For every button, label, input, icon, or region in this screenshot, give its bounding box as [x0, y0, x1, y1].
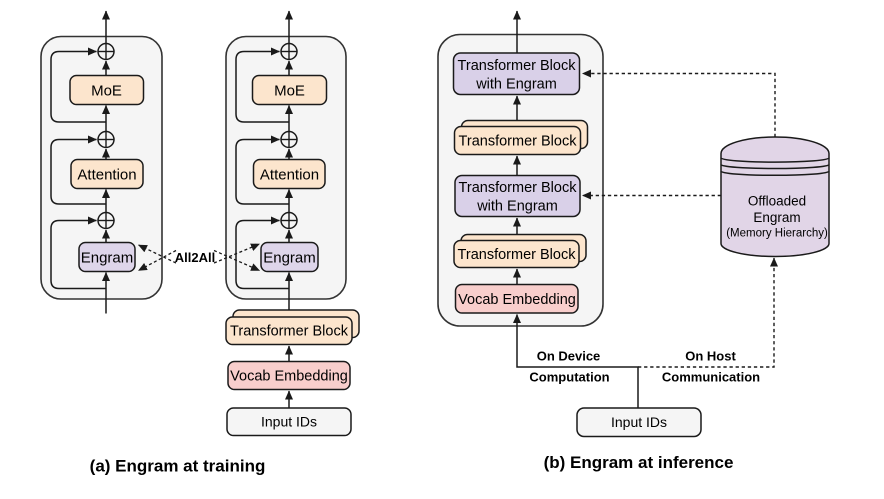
svg-text:On Host: On Host [685, 349, 736, 364]
svg-text:Offloaded: Offloaded [748, 194, 806, 209]
svg-text:with Engram: with Engram [476, 199, 558, 215]
svg-text:MoE: MoE [274, 83, 305, 100]
svg-text:Vocab Embedding: Vocab Embedding [230, 369, 348, 385]
svg-text:with Engram: with Engram [475, 77, 557, 93]
svg-text:Transformer Block: Transformer Block [458, 58, 577, 74]
svg-text:Computation: Computation [529, 370, 609, 385]
svg-text:All2All: All2All [175, 250, 215, 265]
svg-text:Communication: Communication [662, 370, 760, 385]
svg-text:On Device: On Device [537, 349, 601, 364]
svg-text:Input IDs: Input IDs [261, 414, 317, 430]
svg-text:Transformer Block: Transformer Block [230, 324, 349, 340]
svg-text:MoE: MoE [91, 83, 122, 100]
svg-text:(b) Engram at inference: (b) Engram at inference [544, 453, 734, 472]
svg-text:Engram: Engram [263, 250, 316, 267]
svg-text:Transformer Block: Transformer Block [458, 247, 577, 263]
svg-text:Engram: Engram [753, 210, 800, 225]
svg-text:(a) Engram at training: (a) Engram at training [90, 457, 266, 476]
svg-text:(Memory Hierarchy): (Memory Hierarchy) [726, 228, 828, 240]
svg-text:Transformer Block: Transformer Block [459, 134, 578, 150]
svg-text:Attention: Attention [77, 167, 136, 184]
svg-text:Transformer Block: Transformer Block [459, 180, 578, 196]
svg-text:Vocab Embedding: Vocab Embedding [458, 292, 576, 308]
svg-text:Attention: Attention [260, 167, 319, 184]
svg-text:Engram: Engram [81, 250, 134, 267]
svg-text:Input IDs: Input IDs [611, 414, 667, 430]
